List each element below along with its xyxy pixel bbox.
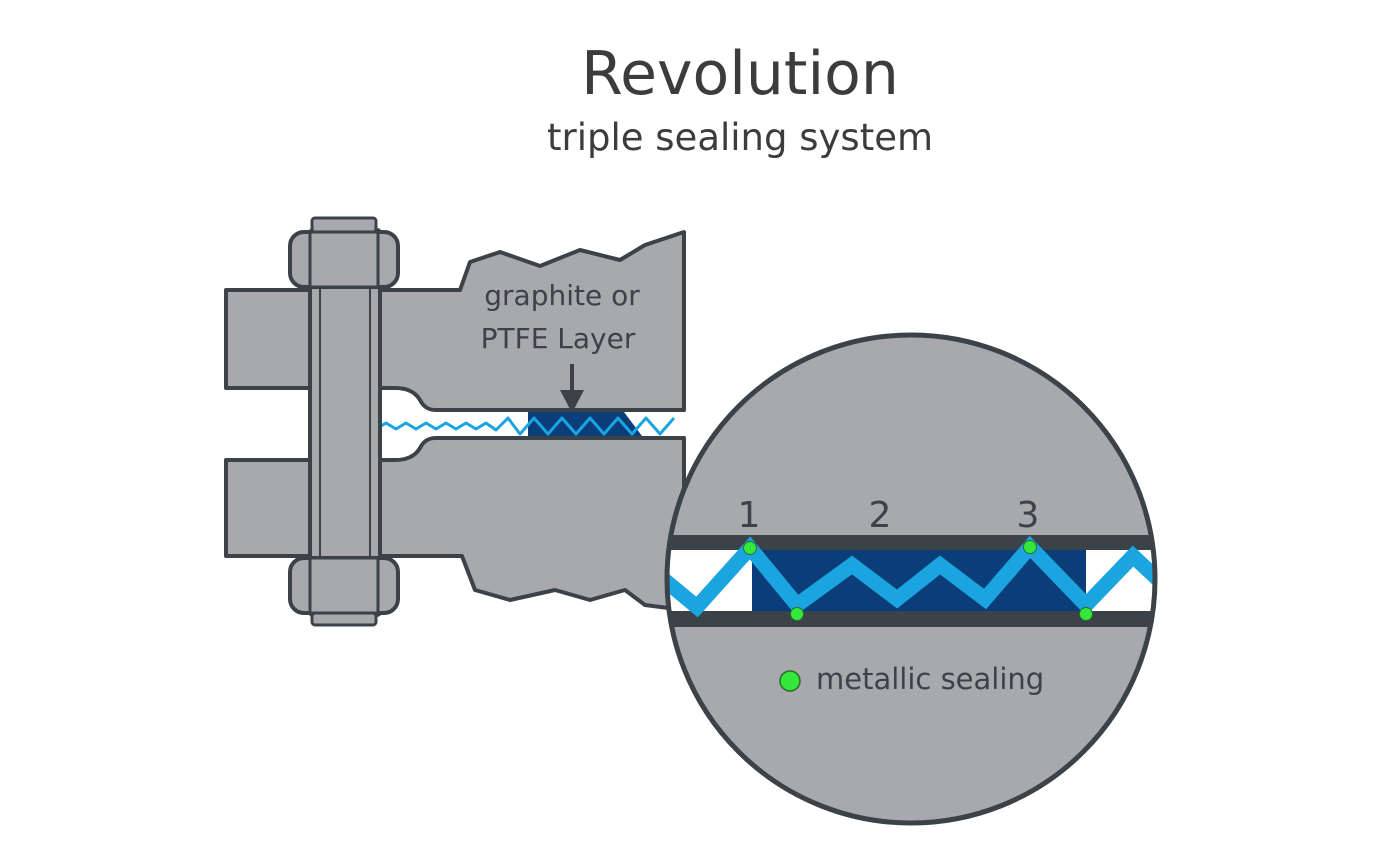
layer-label-line2: PTFE Layer — [481, 322, 636, 355]
diagram-subtitle: triple sealing system — [547, 116, 933, 159]
zoom-detail — [664, 332, 1158, 826]
layer-label-line1: graphite or — [484, 279, 640, 312]
top-nut — [288, 216, 400, 289]
sealing-point-2-label: 2 — [869, 495, 892, 536]
seal-point — [1079, 607, 1093, 621]
sealing-point-1-label: 1 — [738, 495, 761, 536]
seal-point — [1023, 540, 1037, 554]
down-arrow-icon — [560, 364, 584, 413]
upper-face — [667, 535, 1155, 550]
seal-point — [790, 607, 804, 621]
bottom-nut — [288, 556, 400, 627]
seal-point — [743, 541, 757, 555]
spiral-gasket — [375, 416, 676, 436]
sealing-point-3-label: 3 — [1017, 495, 1040, 536]
legend-label: metallic sealing — [816, 662, 1044, 696]
zoom-spiral — [667, 535, 1155, 618]
lower-face — [667, 611, 1155, 627]
legend-seal-icon — [779, 670, 801, 692]
diagram-title: Revolution — [581, 39, 899, 109]
